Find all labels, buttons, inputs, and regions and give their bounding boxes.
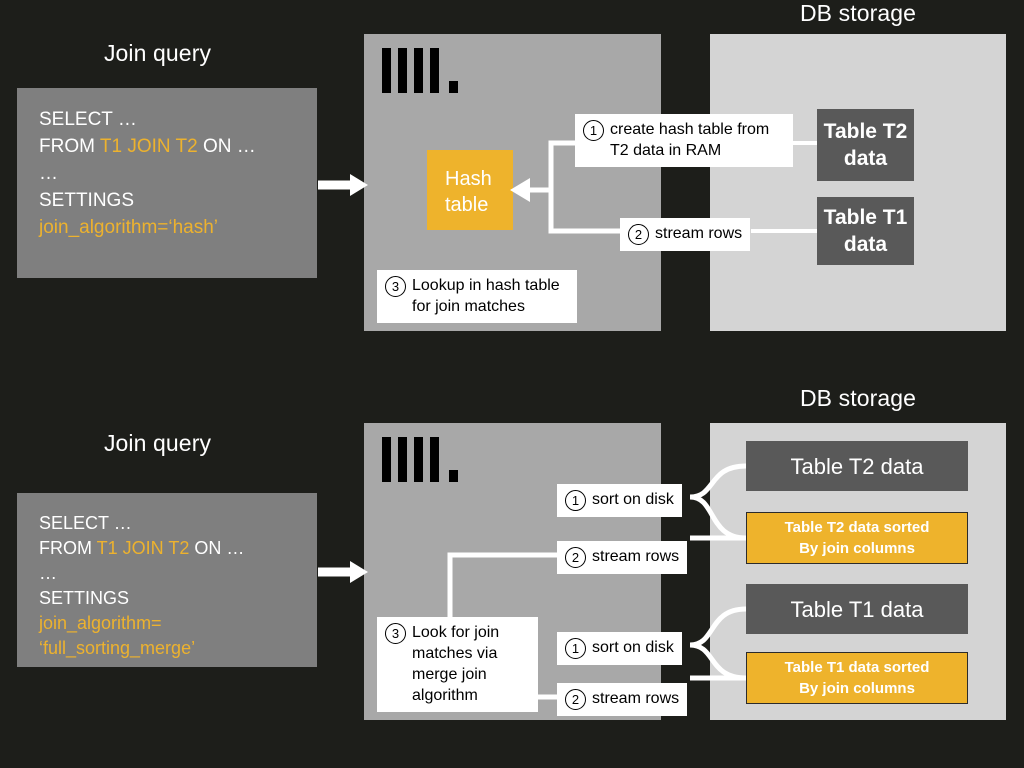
hash-table-t1-line1: Table T1 bbox=[823, 206, 908, 229]
merge-db-storage-title: DB storage bbox=[799, 385, 917, 411]
merge-join-query-title: Join query bbox=[103, 430, 212, 456]
query-line-settings: SETTINGS bbox=[39, 190, 135, 211]
query-line-ellipsis: … bbox=[39, 163, 58, 184]
step-number: 2 bbox=[628, 224, 649, 245]
query-line-select: SELECT … bbox=[39, 109, 137, 130]
merge-join-query-box: SELECT … FROM T1 JOIN T2 ON … … SETTINGS… bbox=[17, 493, 317, 667]
merge-wire-trunk-t2 bbox=[447, 552, 557, 633]
query-join-tables: T1 JOIN T2 bbox=[99, 136, 198, 157]
callout-text: stream rows bbox=[592, 548, 680, 565]
callout-lookup-hash-table: 3 Lookup in hash table for join matches bbox=[377, 270, 577, 323]
hash-table-label-line2: table bbox=[445, 194, 489, 216]
merge-table-t1-sorted-box: Table T1 data sorted By join columns bbox=[746, 652, 968, 704]
step-number: 1 bbox=[583, 120, 604, 141]
merge-table-t1-data-box: Table T1 data bbox=[746, 584, 968, 634]
callout-merge-join-lookup: 3 Look for join matches via merge join a… bbox=[377, 617, 538, 712]
step-number: 1 bbox=[565, 490, 586, 511]
merge-table-t2-sorted-line1: Table T2 data sorted bbox=[784, 519, 930, 536]
merge-query-line-from: FROM T1 JOIN T2 ON … bbox=[39, 536, 295, 561]
callout-text: create hash table from T2 data in RAM bbox=[610, 121, 770, 159]
hash-table-t2-data-box: Table T2 data bbox=[817, 109, 914, 181]
merge-table-t1-sorted-line1: Table T1 data sorted bbox=[784, 659, 930, 676]
hash-join-query-box: SELECT … FROM T1 JOIN T2 ON … … SETTINGS… bbox=[17, 88, 317, 278]
callout-text: sort on disk bbox=[592, 491, 674, 508]
merge-table-t2-sorted-box: Table T2 data sorted By join columns bbox=[746, 512, 968, 564]
clickhouse-logo-icon bbox=[382, 437, 460, 487]
callout-stream-rows-t2: 2 stream rows bbox=[557, 541, 688, 574]
merge-table-t2-sorted-line2: By join columns bbox=[799, 540, 915, 557]
merge-brace-t1 bbox=[689, 606, 747, 681]
hash-table-box: Hash table bbox=[427, 150, 513, 230]
step-number: 1 bbox=[565, 638, 586, 659]
callout-sort-on-disk-t2: 1 sort on disk bbox=[557, 484, 682, 517]
merge-query-join-tables: T1 JOIN T2 bbox=[96, 538, 190, 558]
hash-table-label-line1: Hash bbox=[445, 168, 492, 190]
hash-feed-arrow-icon bbox=[318, 174, 368, 196]
clickhouse-logo-icon bbox=[382, 48, 460, 98]
step-number: 3 bbox=[385, 276, 406, 297]
callout-text: Look for join matches via merge join alg… bbox=[412, 624, 500, 704]
query-from-keyword: FROM bbox=[39, 136, 100, 157]
callout-stream-rows: 2 stream rows bbox=[620, 218, 751, 251]
hash-table-t1-data-box: Table T1 data bbox=[817, 197, 914, 265]
callout-text: Lookup in hash table for join matches bbox=[412, 277, 560, 315]
hash-join-query-title: Join query bbox=[103, 40, 212, 66]
step-number: 3 bbox=[385, 623, 406, 644]
hash-wire-stream bbox=[548, 190, 620, 234]
merge-table-t1-sorted-line2: By join columns bbox=[799, 680, 915, 697]
merge-query-line-join-algorithm: join_algorithm= bbox=[39, 613, 162, 633]
callout-text: sort on disk bbox=[592, 639, 674, 656]
callout-text: stream rows bbox=[655, 225, 743, 242]
merge-query-from-keyword: FROM bbox=[39, 538, 97, 558]
callout-text: stream rows bbox=[592, 690, 680, 707]
hash-db-storage-title: DB storage bbox=[799, 0, 917, 26]
merge-query-line-select: SELECT … bbox=[39, 513, 132, 533]
callout-sort-on-disk-t1: 1 sort on disk bbox=[557, 632, 682, 665]
hash-db-storage-panel bbox=[710, 34, 1006, 331]
query-line-from: FROM T1 JOIN T2 ON … bbox=[39, 133, 295, 160]
step-number: 2 bbox=[565, 547, 586, 568]
merge-query-line-ellipsis: … bbox=[39, 563, 57, 583]
query-line-join-algorithm: join_algorithm=‘hash’ bbox=[39, 217, 219, 238]
merge-brace-t2 bbox=[689, 463, 747, 541]
callout-create-hash-table: 1 create hash table from T2 data in RAM bbox=[575, 114, 793, 167]
hash-table-t2-line1: Table T2 bbox=[823, 120, 908, 143]
hash-table-t1-line2: data bbox=[843, 233, 888, 256]
hash-wire-create bbox=[510, 140, 575, 202]
step-number: 2 bbox=[565, 689, 586, 710]
merge-table-t2-data-box: Table T2 data bbox=[746, 441, 968, 491]
query-on-keyword: ON … bbox=[197, 136, 256, 157]
merge-query-on-keyword: ON … bbox=[189, 538, 245, 558]
merge-query-line-algorithm-value: ‘full_sorting_merge’ bbox=[39, 638, 196, 658]
hash-table-t2-line2: data bbox=[843, 147, 888, 170]
merge-table-t1-label: Table T1 data bbox=[790, 596, 924, 622]
merge-query-line-settings: SETTINGS bbox=[39, 588, 130, 608]
merge-feed-arrow-icon bbox=[318, 561, 368, 583]
merge-table-t2-label: Table T2 data bbox=[790, 453, 924, 479]
callout-stream-rows-t1: 2 stream rows bbox=[557, 683, 688, 716]
